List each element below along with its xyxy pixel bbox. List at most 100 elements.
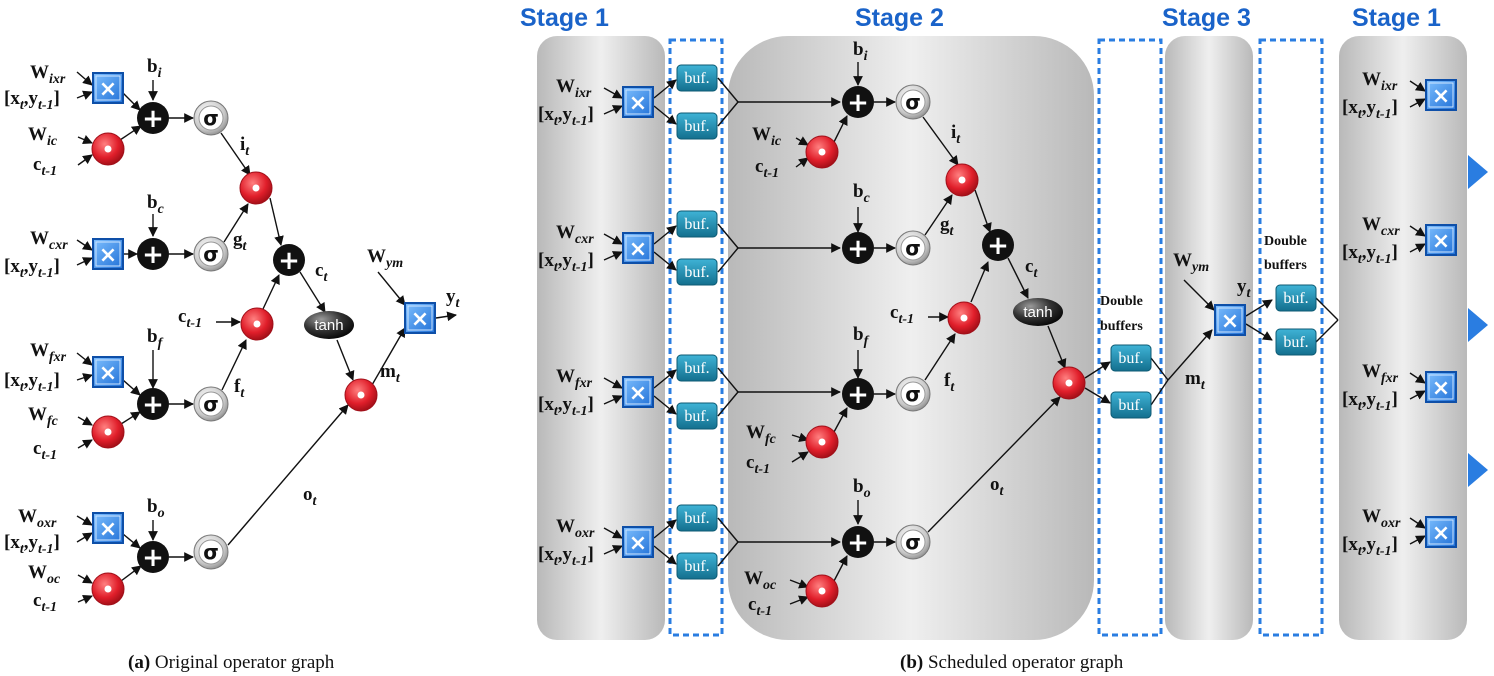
sigmoid-inner: [198, 539, 224, 565]
b-o-weight: Woxr: [556, 516, 595, 541]
edge: [371, 327, 406, 386]
buffer-label: buf.: [684, 558, 709, 575]
a-var-f: ft: [234, 376, 245, 401]
edge: [299, 271, 326, 313]
buffer-label: buf.: [1118, 397, 1143, 414]
b-c-input: [xt,yt-1]: [538, 250, 594, 275]
b-weight-fc: Wfc: [746, 422, 777, 447]
tanh-label: tanh: [1023, 304, 1052, 321]
sigmoid-inner: [198, 241, 224, 267]
edge: [924, 194, 953, 236]
edge: [77, 439, 93, 449]
b-tanh: [1013, 298, 1063, 326]
a-var-m: mt: [380, 361, 401, 386]
b-add-c-state: [982, 229, 1014, 261]
edge: [653, 225, 677, 245]
a-weight-oc: Woc: [28, 562, 61, 587]
edge: [927, 396, 1061, 533]
b-matmul-y: [1214, 304, 1246, 336]
b-buf-m-bot: [1110, 391, 1152, 419]
times-icon: ×: [1221, 309, 1239, 334]
times-icon: ×: [411, 307, 429, 332]
matmul-inner: [625, 529, 651, 555]
a-input-i: [xt,yt-1]: [4, 88, 60, 113]
times-icon: ×: [629, 237, 647, 262]
edge: [603, 377, 623, 389]
buffer-column-1: [668, 38, 724, 637]
edge: [1409, 517, 1426, 529]
a-bias-i: bi: [147, 56, 162, 81]
edge: [1084, 387, 1111, 404]
a-bias-o: bo: [147, 496, 165, 521]
n-i-weight: Wixr: [1362, 69, 1398, 94]
plus-icon: +: [847, 234, 869, 264]
a-input-f: [xt,yt-1]: [4, 370, 60, 395]
matmul-inner: [625, 89, 651, 115]
a-var-c: ct: [315, 260, 328, 285]
edge: [76, 373, 93, 383]
plus-icon: +: [847, 528, 869, 558]
dot-icon: [960, 314, 968, 322]
edge: [1167, 329, 1213, 381]
caption-b: (b) Scheduled operator graph: [900, 652, 1124, 673]
b-var-o: ot: [990, 474, 1005, 499]
stage-title-4: Stage 1: [1352, 4, 1441, 32]
edge: [76, 257, 93, 267]
a-weight-ic: Wic: [28, 124, 58, 149]
edge: [76, 71, 93, 86]
b-weight-ic: Wic: [752, 124, 782, 149]
sigmoid-inner: [900, 381, 926, 407]
stage3-panel: [1165, 36, 1253, 640]
plus-icon: +: [142, 240, 164, 270]
matmul-inner: [1217, 307, 1243, 333]
a-var-o: ot: [303, 484, 318, 509]
edge: [77, 574, 93, 584]
dot-icon: [253, 320, 261, 328]
double-buffers-label-3: Double: [1264, 234, 1307, 249]
matmul-inner: [95, 75, 121, 101]
a-cprev-f: ct-1: [178, 306, 202, 331]
edge: [1409, 535, 1426, 545]
edge: [922, 116, 959, 166]
plus-icon: +: [847, 88, 869, 118]
a-matmul-f: [92, 356, 124, 388]
a-add-f: [137, 388, 169, 420]
edge: [77, 594, 93, 604]
edge: [833, 555, 848, 582]
edge: [77, 416, 93, 426]
buffer-label: buf.: [1118, 350, 1143, 367]
double-buffers-label-2: buffers: [1100, 319, 1143, 334]
sigma-icon: σ: [203, 392, 219, 416]
b-weight-oc: Woc: [744, 568, 777, 593]
b-o-buf-bot: [676, 552, 718, 580]
a-input-o: [xt,yt-1]: [4, 532, 60, 557]
edge: [76, 532, 93, 543]
b-c-buf-top: [676, 210, 718, 238]
b-buf-y-top: [1275, 284, 1317, 312]
times-icon: ×: [629, 381, 647, 406]
a-matmul-o: [92, 512, 124, 544]
plus-icon: +: [847, 380, 869, 410]
times-icon: ×: [99, 517, 117, 542]
b-i-input: [xt,yt-1]: [538, 104, 594, 129]
matmul-inner: [407, 305, 433, 331]
buffer-label: buf.: [684, 360, 709, 377]
a-cprev-i: ct-1: [33, 154, 57, 179]
edge: [1409, 390, 1426, 400]
b-bias-c: bc: [853, 181, 871, 206]
b-o-buf-top: [676, 504, 718, 532]
stage1-panel: [537, 36, 665, 640]
matmul-inner: [625, 379, 651, 405]
edge: [76, 239, 93, 251]
dot-icon: [252, 184, 260, 192]
edge: [1409, 372, 1426, 384]
sigmoid-inner: [900, 89, 926, 115]
b-bias-f: bf: [853, 324, 870, 349]
a-weight-ym: Wym: [367, 246, 403, 271]
n-i-matmul: [1425, 79, 1457, 111]
a-cprev-fc: ct-1: [33, 438, 57, 463]
b-var-c: ct: [1025, 256, 1038, 281]
edge: [789, 595, 809, 605]
edge: [220, 132, 251, 176]
a-bias-f: bf: [147, 326, 164, 351]
